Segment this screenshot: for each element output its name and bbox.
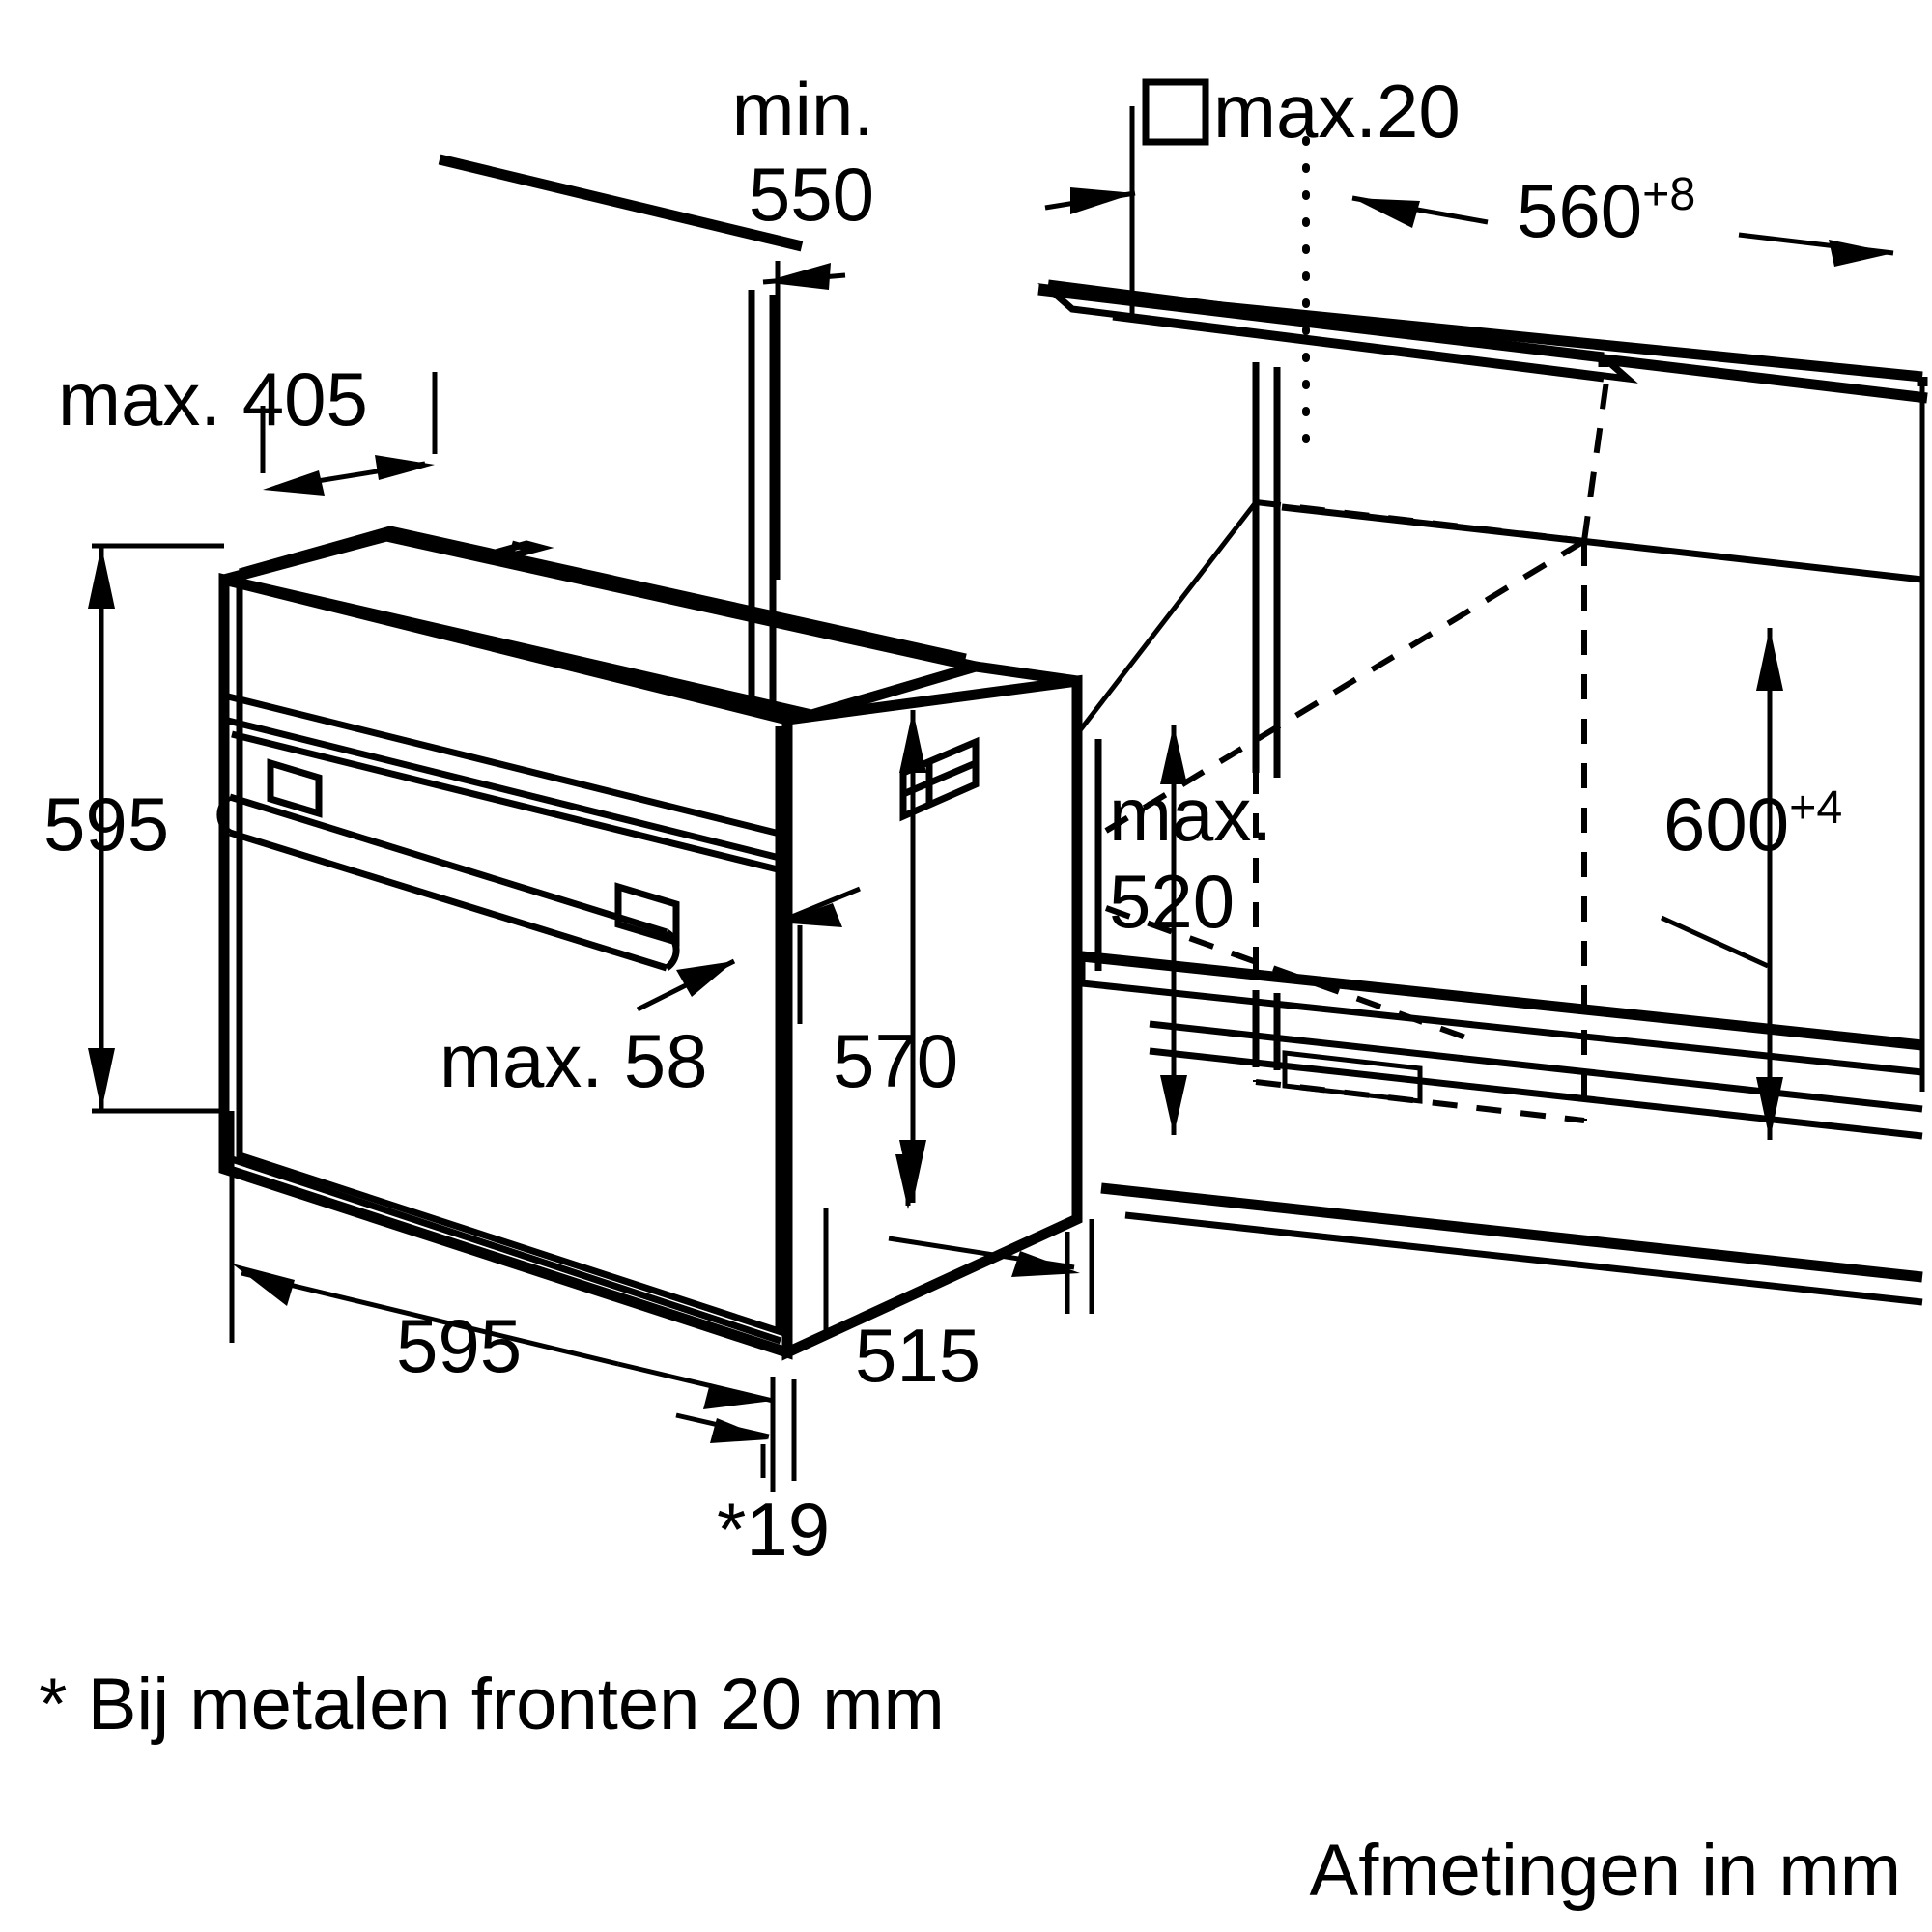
arrowhead-560-right — [1829, 240, 1893, 267]
label-star-19: *19 — [717, 1487, 830, 1572]
arrowhead-max58-upper — [778, 903, 842, 927]
arrowhead-520-bottom — [1160, 1075, 1187, 1135]
niche-dashed-riser — [1581, 366, 1611, 542]
label-max-520-line2: 520 — [1109, 859, 1235, 944]
counter-top-right-extend — [1603, 354, 1928, 404]
handle-bar-top — [228, 793, 668, 936]
niche-left-wall-recede — [1075, 500, 1258, 736]
niche-bottom-front-edge — [1081, 951, 1923, 1051]
handle-left-cap — [216, 794, 233, 836]
arrowhead-600-bottom — [1756, 1077, 1783, 1140]
arrowhead-405-right — [375, 455, 435, 480]
arrowhead-560-left — [1352, 198, 1420, 228]
label-595-bottom: 595 — [396, 1303, 522, 1388]
label-595-left: 595 — [43, 781, 169, 867]
niche-bottom-front-edge-2 — [1081, 980, 1923, 1076]
arrowhead-550-left — [763, 263, 831, 290]
oven-door-inner-outline — [236, 575, 782, 1336]
labels-group: min. 550 max.20 560+8 max. 405 595 max. … — [39, 67, 1901, 1912]
cabinet-rear-top — [1281, 503, 1923, 583]
arrowhead-570-top — [899, 710, 926, 773]
dimline-600-leader — [1660, 915, 1770, 969]
plinth-detail-rect — [1282, 1050, 1423, 1104]
plinth-front-edge — [1100, 1182, 1923, 1283]
label-560: 560+8 — [1517, 168, 1695, 253]
label-max-20: max.20 — [1213, 69, 1461, 154]
label-max-405: max. 405 — [58, 356, 368, 441]
arrowhead-595-left-bottom — [88, 1048, 115, 1111]
niche-top-segment — [1047, 279, 1223, 313]
oven-top-right-edge — [975, 661, 1078, 687]
footnote-metal-fronts: * Bij metalen fronten 20 mm — [39, 1663, 945, 1746]
handle-right-cap — [664, 929, 680, 971]
niche-top-plate — [1037, 283, 1638, 384]
arrowhead-550-right — [1070, 187, 1135, 214]
counter-top-edge-left — [438, 154, 804, 252]
oven-top-ridge — [490, 540, 554, 558]
arrowhead-max58 — [676, 961, 734, 997]
label-max-520-line1: max. — [1109, 772, 1272, 857]
oven-door-handle — [216, 758, 680, 972]
oven-panel-divider-2 — [223, 716, 788, 864]
label-600: 600+4 — [1663, 781, 1842, 867]
arrowhead-515-left — [1011, 1251, 1080, 1277]
arrowhead-595-bottom-right — [703, 1383, 773, 1409]
arrowhead-595-left-top — [88, 546, 115, 609]
arrowhead-19-left — [710, 1418, 769, 1443]
vent-outer — [899, 736, 980, 822]
label-570: 570 — [833, 1018, 958, 1103]
counter-inner-line — [1112, 313, 1605, 383]
oven-panel-divider-1 — [223, 692, 788, 839]
dimline-max58-upper — [777, 886, 861, 925]
arrowhead-520-top — [1160, 724, 1187, 784]
oven-group — [216, 526, 1083, 1361]
oven-bottom-inner-edge — [230, 1155, 782, 1345]
oven-top-lip — [239, 526, 967, 661]
niche-dashed-top-left — [1255, 499, 1585, 544]
label-515: 515 — [855, 1313, 980, 1398]
handle-bar-bottom — [228, 829, 668, 972]
oven-right-side-face — [781, 674, 1083, 1361]
arrowhead-595-bottom-left — [232, 1264, 295, 1306]
cabinet-niche-group — [438, 154, 1928, 1306]
arrowhead-405-left — [263, 470, 325, 496]
label-max-58: max. 58 — [440, 1018, 707, 1103]
label-min-550-line1: min. — [732, 67, 874, 152]
label-min-550-line2: 550 — [749, 152, 874, 237]
oven-door-top-edge — [231, 730, 779, 873]
arrowhead-515-drop — [895, 1154, 921, 1209]
arrowhead-600-top — [1756, 628, 1783, 691]
handle-mount-right — [614, 882, 680, 947]
handle-mount-left — [267, 758, 323, 818]
dimension-lines-group — [88, 106, 1894, 1492]
units-note: Afmetingen in mm — [1310, 1830, 1901, 1912]
oven-top-surface — [222, 530, 978, 721]
plinth-front-edge-2 — [1124, 1211, 1923, 1306]
square-symbol-icon — [1142, 78, 1209, 146]
dimline-595-bottom — [241, 1270, 619, 1367]
